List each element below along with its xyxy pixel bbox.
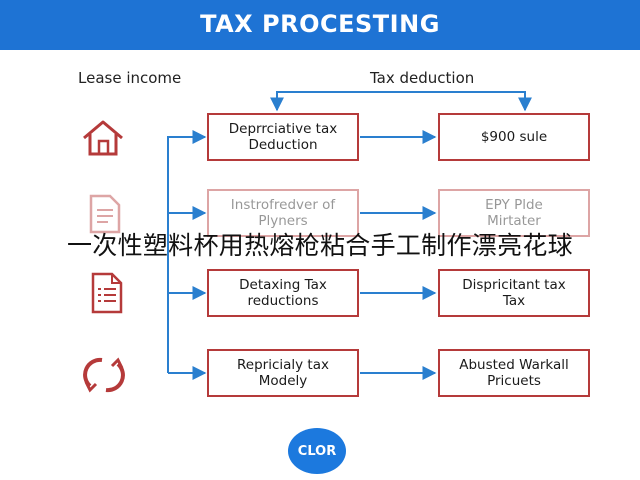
- left-box-row2: Instrofredver of Plyners: [207, 189, 359, 237]
- right-box-row3: Dispricitant tax Tax: [438, 269, 590, 317]
- clor-button[interactable]: CLOR: [288, 428, 346, 474]
- header-bar: TAX PROCESTING: [0, 0, 640, 50]
- right-box-row2: EPY Plde Mirtater: [438, 189, 590, 237]
- left-box-row4: Repricialy tax Modely: [207, 349, 359, 397]
- top-bracket-line: [276, 91, 526, 106]
- refresh-arrows-icon: [83, 357, 125, 393]
- right-box-row4: Abusted Warkall Pricuets: [438, 349, 590, 397]
- page-title: TAX PROCESTING: [200, 10, 440, 38]
- document-list-icon: [91, 272, 123, 314]
- document-icon: [89, 194, 121, 234]
- left-spine: [167, 136, 187, 373]
- overlay-caption: 一次性塑料杯用热熔枪粘合手工制作漂亮花球: [66, 231, 573, 260]
- left-box-row1: Deprrciative tax Deduction: [207, 113, 359, 161]
- lease-income-label: Lease income: [78, 69, 182, 87]
- house-icon: [83, 120, 123, 156]
- right-box-row1: $900 sule: [438, 113, 590, 161]
- left-box-row3: Detaxing Tax reductions: [207, 269, 359, 317]
- tax-deduction-label: Tax deduction: [370, 69, 475, 87]
